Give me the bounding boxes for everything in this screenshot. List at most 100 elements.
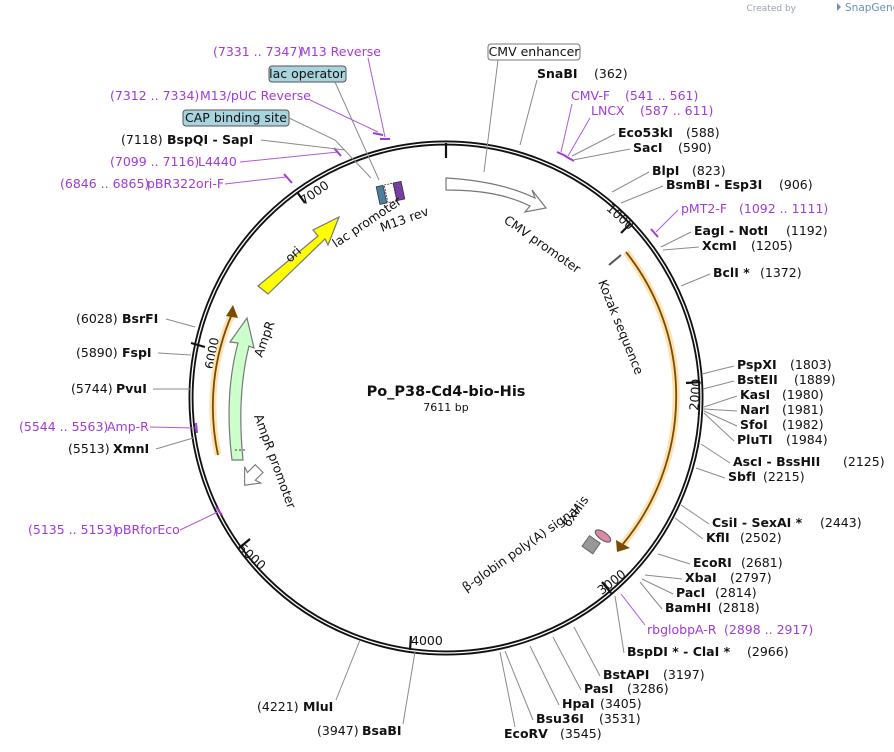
primer-amp-r-leader bbox=[149, 426, 197, 429]
cmv-enhancer-leader bbox=[483, 59, 499, 173]
feature-polya: β-globin poly(A) signal bbox=[459, 502, 601, 595]
site-bsrfi[interactable]: (6028)BsrFI bbox=[76, 311, 196, 328]
site-pos: (1982) bbox=[782, 417, 824, 432]
site-bstapi[interactable]: BstAPI(3197) bbox=[573, 626, 705, 682]
cmv-enhancer-label: CMV enhancer bbox=[489, 44, 581, 59]
site-ecori[interactable]: EcoRI(2681) bbox=[657, 553, 783, 570]
site-snabi[interactable]: SnaBI(362) bbox=[519, 66, 628, 146]
primer-l4440-mark bbox=[333, 147, 342, 157]
site-bcli[interactable]: BclI *(1372) bbox=[680, 265, 802, 287]
primer-l4440: (7099 .. 7116) L4440 bbox=[110, 147, 342, 169]
lac-operator-leader bbox=[334, 81, 380, 181]
kozak-mark bbox=[608, 254, 622, 266]
ampr-label: AmpR bbox=[251, 319, 278, 360]
cds-arc-head bbox=[616, 540, 630, 552]
site-asci-bsshii[interactable]: AscI - BssHII(2125) bbox=[700, 443, 885, 469]
site-pos: (1984) bbox=[786, 432, 828, 447]
cap-binding-leader bbox=[288, 117, 372, 179]
tick-4000 bbox=[408, 635, 413, 651]
primer-pbr322ori-f-leader bbox=[224, 176, 287, 185]
ampr-promoter-label: AmpR promoter bbox=[251, 412, 299, 511]
site-pspxi[interactable]: PspXI(1803) bbox=[701, 357, 832, 375]
primer-m13-reverse-name: M13 Reverse bbox=[300, 44, 381, 59]
site-name: AscI - BssHII bbox=[733, 454, 820, 469]
site-name: XbaI bbox=[685, 570, 717, 585]
site-leader bbox=[660, 231, 692, 248]
site-fspi[interactable]: (5890)FspI bbox=[76, 345, 192, 360]
site-leader bbox=[702, 380, 735, 390]
site-eagi-noti[interactable]: EagI - NotI(1192) bbox=[660, 223, 828, 248]
ampr-arrow bbox=[228, 316, 255, 461]
site-mlui[interactable]: (4221)MluI bbox=[257, 639, 361, 714]
site-bspqi-sapi[interactable]: (7118)BspQI - SapI bbox=[121, 132, 346, 151]
site-leader bbox=[504, 650, 534, 721]
site-pos: (2818) bbox=[718, 600, 760, 615]
tick-5000 bbox=[238, 538, 251, 549]
primer-pbrforeco: (5135 .. 5153) pBRforEco bbox=[28, 506, 223, 537]
site-name: SacI bbox=[633, 140, 663, 155]
lac-operator-label: lac operator bbox=[269, 66, 346, 81]
lac-operator-mark bbox=[375, 184, 388, 205]
site-name: KasI bbox=[740, 387, 770, 402]
site-leader bbox=[703, 408, 738, 412]
primer-m13-reverse-leader bbox=[367, 57, 386, 138]
primer-pmt2-f-mark bbox=[650, 228, 659, 238]
site-bsu36i[interactable]: Bsu36I(3531) bbox=[504, 650, 641, 726]
primer-pbr322ori-f: (6846 .. 6865) pBR322ori-F bbox=[60, 173, 293, 191]
site-bamhi[interactable]: BamHI (2818) bbox=[639, 581, 760, 615]
site-pos: (3197) bbox=[663, 667, 705, 682]
site-pvui[interactable]: (5744)PvuI bbox=[71, 381, 190, 396]
primer-m13-reverse-range: (7331 .. 7347) bbox=[213, 44, 302, 59]
site-pos: (5890) bbox=[76, 345, 118, 360]
site-leader bbox=[695, 467, 726, 479]
lac-operator-box bbox=[268, 65, 347, 83]
site-leader bbox=[335, 639, 361, 701]
site-pluti[interactable]: PluTI(1984) bbox=[703, 412, 828, 447]
site-eco53ki[interactable]: Eco53kI(588) bbox=[571, 125, 720, 157]
site-name: BamHI bbox=[665, 600, 711, 615]
site-name: Bsu36I bbox=[536, 711, 584, 726]
site-xbai[interactable]: XbaI (2797) bbox=[644, 570, 772, 585]
site-pos: (3405) bbox=[600, 696, 642, 711]
site-xcmi[interactable]: XcmI(1205) bbox=[662, 238, 793, 253]
site-saci[interactable]: SacI(590) bbox=[572, 140, 712, 161]
primer-rbglobpa-r-name: rbglobpA-R bbox=[647, 622, 717, 637]
site-bsteii[interactable]: BstEII(1889) bbox=[702, 372, 836, 390]
site-pasi[interactable]: PasI(3286) bbox=[552, 636, 669, 696]
site-kfli[interactable]: KflI(2502) bbox=[674, 517, 782, 545]
site-pos: (2797) bbox=[730, 570, 772, 585]
primer-m13-puc-reverse-range: (7312 .. 7334) bbox=[110, 88, 199, 103]
tick-3000 bbox=[601, 581, 612, 594]
site-sbfi[interactable]: SbfI(2215) bbox=[695, 467, 805, 484]
polya-label: β-globin poly(A) signal bbox=[459, 502, 583, 595]
site-leader bbox=[703, 412, 735, 442]
site-paci[interactable]: PacI(2814) bbox=[641, 578, 757, 600]
site-bspdi-clai[interactable]: BspDI * - ClaI *(2966) bbox=[614, 595, 789, 659]
site-csii-sexai[interactable]: CsiI - SexAI *(2443) bbox=[680, 504, 862, 530]
site-bsmbi[interactable]: BsmBI - Esp3I(906) bbox=[620, 177, 813, 204]
site-leader bbox=[499, 651, 516, 728]
site-leader bbox=[573, 626, 601, 677]
site-pos: (1205) bbox=[751, 238, 793, 253]
site-blpi[interactable]: BlpI(823) bbox=[611, 163, 726, 193]
cmv-promoter-label: CMV promoter bbox=[501, 212, 584, 276]
primer-amp-r-range: (5544 .. 5563) bbox=[19, 419, 108, 434]
site-xmni[interactable]: (5513)XmnI bbox=[68, 437, 194, 456]
tick-label-2000: 2000 bbox=[686, 378, 704, 411]
site-pos: (2814) bbox=[715, 585, 757, 600]
boxed-feature-cap-binding-site: CAP binding site bbox=[182, 109, 372, 179]
site-hpai[interactable]: HpaI(3405) bbox=[529, 645, 642, 711]
site-nari[interactable]: NarI(1981) bbox=[703, 402, 824, 417]
site-sfoi[interactable]: SfoI(1982) bbox=[703, 410, 824, 432]
site-pos: (7118) bbox=[121, 132, 163, 147]
site-bsabi[interactable]: (3947)BsaBI bbox=[317, 651, 416, 738]
primer-lncx: LNCX (587 .. 611) bbox=[564, 103, 713, 162]
site-leader bbox=[402, 651, 416, 725]
tick-marks bbox=[190, 143, 701, 651]
site-kasi[interactable]: KasI(1980) bbox=[703, 387, 824, 408]
site-pos: (1192) bbox=[786, 223, 828, 238]
cmv-promoter-arrow bbox=[445, 177, 548, 213]
site-ecorv[interactable]: EcoRV(3545) bbox=[499, 651, 602, 741]
his-tag-mark bbox=[594, 529, 612, 543]
